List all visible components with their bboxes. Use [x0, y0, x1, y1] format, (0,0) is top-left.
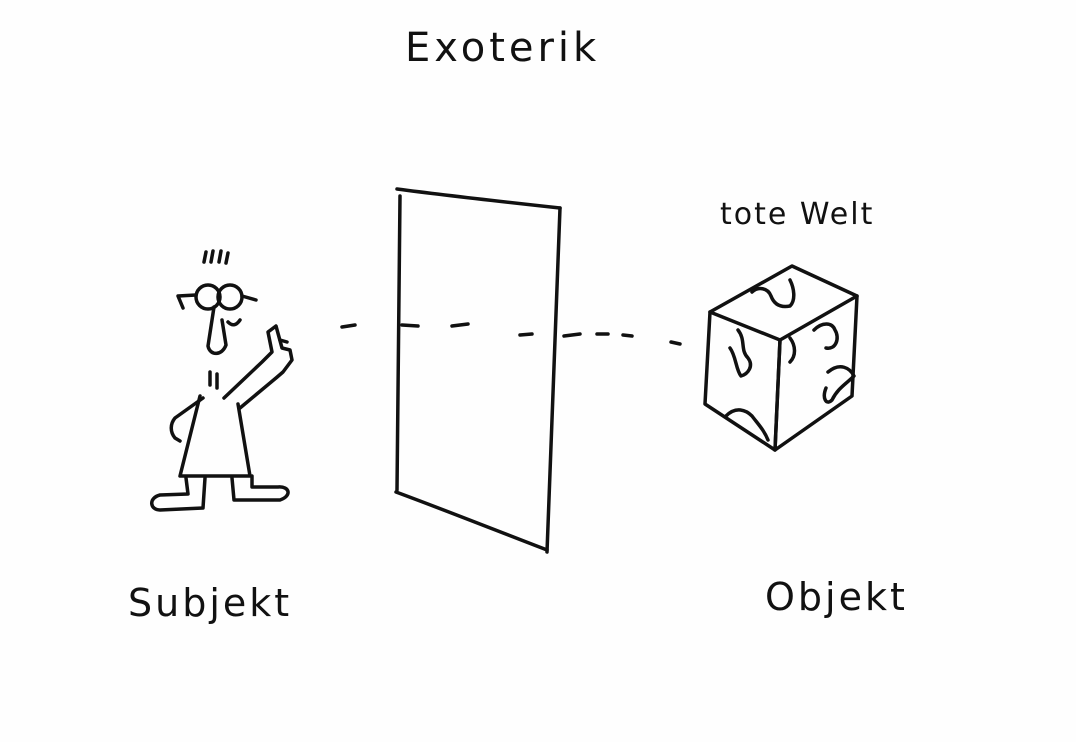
line-of-sight: [340, 322, 682, 346]
world-cube: [703, 264, 859, 452]
diagram-title: Exoterik: [405, 25, 601, 71]
object-label: Objekt: [765, 575, 908, 619]
subject-label: Subjekt: [128, 581, 293, 625]
object-caption: tote Welt: [720, 197, 875, 232]
barrier-wall: [394, 187, 562, 554]
subject-figure: [150, 249, 294, 512]
